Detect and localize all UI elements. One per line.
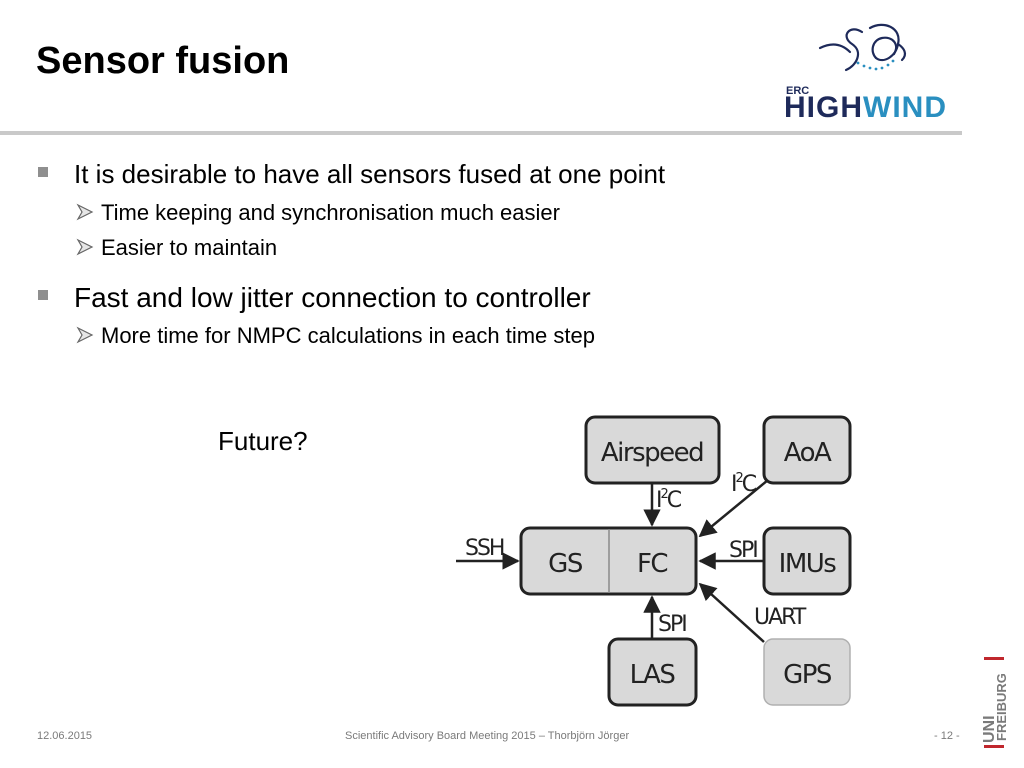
i2c-base: I [731,472,736,497]
arrowhead-bullet-icon [76,203,94,221]
logo-erc-text: ERC [786,85,809,97]
link-label-ssh: SSH [465,536,504,561]
i2c-base: I [656,488,661,513]
footer-page-number: - 12 - [934,730,960,742]
i2c-rest: C [742,472,757,497]
title-divider [0,131,962,135]
highwind-logo: ERC HIGHWIND [784,23,947,124]
sensor-diagram: Airspeed AoA GS FC IMUs LAS GPS SSH I2C … [456,415,852,707]
slide-title: Sensor fusion [36,40,290,82]
node-fc: FC [637,549,667,579]
sub-bullet-text: Easier to maintain [101,235,278,260]
node-gs: GS [548,549,583,579]
arrow-gps-to-fc [698,582,765,643]
link-label-i2c-aoa: I2C [731,471,757,497]
arrowhead-bullet-icon [76,238,94,256]
node-imus: IMUs [779,549,837,579]
node-gps: GPS [783,660,832,690]
link-label-spi-las: SPI [658,612,686,637]
bullet-text: Fast and low jitter connection to contro… [74,282,591,313]
logo-name-part-1: HIGH [784,91,863,124]
square-bullet-icon [38,290,48,300]
node-las: LAS [630,660,676,690]
uni-freiburg-logo: UNI FREIBURG [981,657,1009,748]
future-label: Future? [218,426,308,456]
i2c-sup: 2 [661,487,668,502]
i2c-rest: C [667,488,682,513]
logo-name-part-2: WIND [863,91,947,124]
bullet-text: It is desirable to have all sensors fuse… [74,159,666,189]
link-label-i2c-airspeed: I2C [656,487,682,513]
square-bullet-icon [38,167,48,177]
gps-box [763,638,851,706]
link-label-uart-gps: UART [754,605,807,630]
footer-center-text: Scientific Advisory Board Meeting 2015 –… [345,730,630,742]
arrowhead-bullet-icon [76,326,94,344]
kite-emblem-icon [818,23,907,72]
aoa-box [762,415,852,485]
sub-bullet-text: More time for NMPC calculations in each … [101,323,595,348]
footer-date: 12.06.2015 [37,730,93,742]
uni-logo-top: UNI [981,715,998,743]
uni-logo-bottom: FREIBURG [994,673,1009,741]
node-airspeed: Airspeed [601,438,703,468]
node-aoa: AoA [784,438,832,468]
logo-name-text: HIGHWIND [784,91,947,124]
arrow-aoa-to-fc [698,479,769,538]
i2c-sup: 2 [736,471,743,486]
link-label-spi-imus: SPI [729,538,757,563]
sub-bullet-text: Time keeping and synchronisation much ea… [101,200,560,225]
